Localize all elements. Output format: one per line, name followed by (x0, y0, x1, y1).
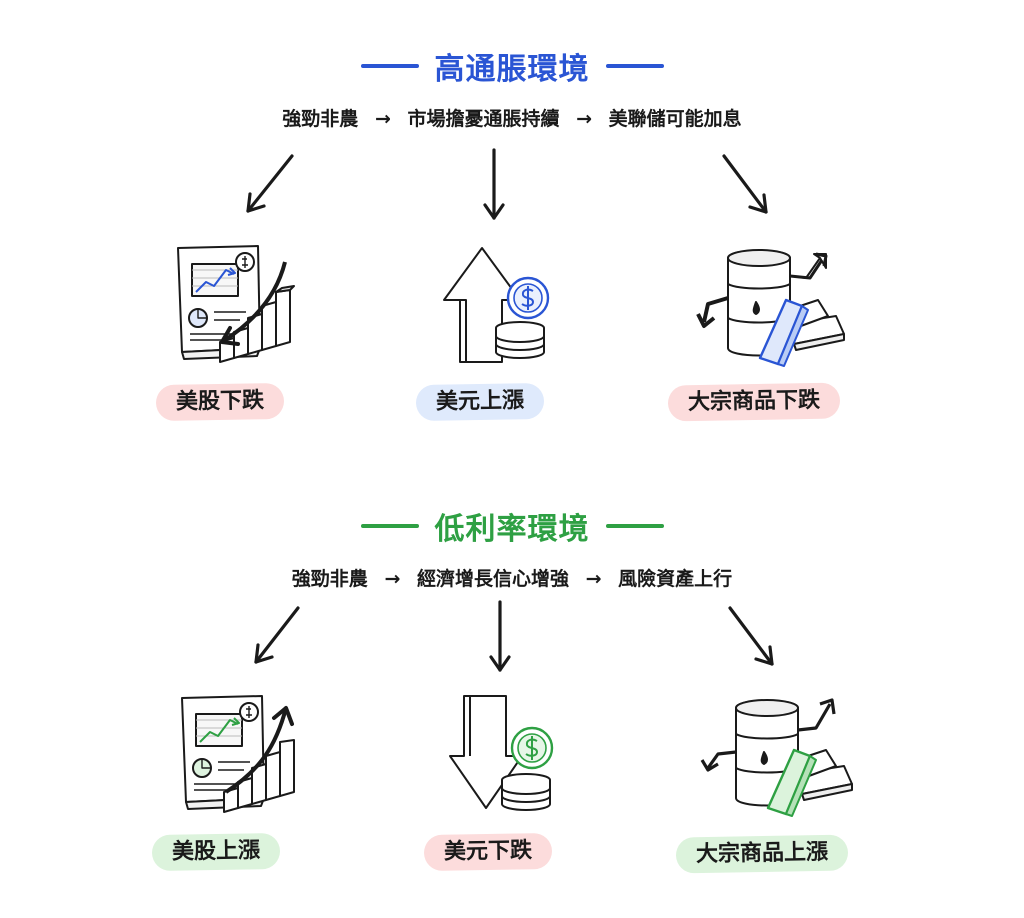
chain-step: 經濟增長信心增強 (416, 568, 569, 590)
chain-arrow: → (585, 568, 602, 590)
branch-arrow-center (483, 148, 505, 220)
outcome-pill-dollar: 美元上漲 (415, 382, 545, 422)
section-high-inflation: 高通脹環境 強勁非農 → 市場擔憂通脹持續 → 美聯儲可能加息 (0, 44, 1024, 422)
outcome-pill-commodities: 大宗商品上漲 (675, 834, 849, 874)
branch-arrow-center (489, 600, 511, 672)
outcome-pill-stocks: 美股下跌 (155, 382, 285, 422)
branch-arrows (246, 148, 768, 220)
title-dash-left (360, 64, 419, 68)
causal-chain: 強勁非農 → 市場擔憂通脹持續 → 美聯儲可能加息 (0, 104, 1024, 131)
title-dash-right (605, 64, 664, 68)
branch-arrow-right (722, 154, 768, 214)
chain-step: 美聯儲可能加息 (608, 108, 742, 130)
dollar-down-icon (446, 690, 566, 815)
section-title: 高通脹環境 (434, 52, 590, 87)
stock-chart-down-icon (160, 240, 310, 365)
stock-chart-up-icon (164, 690, 314, 815)
causal-chain: 強勁非農 → 經濟增長信心增強 → 風險資產上行 (0, 564, 1024, 591)
branch-arrow-left (254, 606, 300, 664)
dollar-up-icon (438, 240, 558, 365)
chain-step: 強勁非農 (291, 568, 368, 590)
chain-arrow: → (374, 108, 391, 130)
branch-arrow-right (728, 606, 774, 666)
oil-barrel-gold-up-icon (698, 690, 858, 817)
section-low-interest: 低利率環境 強勁非農 → 經濟增長信心增強 → 風險資產上行 (0, 456, 1024, 915)
chain-arrow: → (384, 568, 401, 590)
title-dash-left (360, 524, 419, 528)
branch-arrow-left (246, 154, 294, 213)
chain-step: 市場擔憂通脹持續 (407, 108, 560, 130)
chain-step: 強勁非農 (282, 108, 359, 130)
section-title: 低利率環境 (434, 512, 590, 547)
branch-arrows (254, 600, 774, 672)
section-title-row: 高通脹環境 (0, 44, 1024, 88)
outcome-pill-commodities: 大宗商品下跌 (667, 382, 841, 422)
section-title-row: 低利率環境 (0, 504, 1024, 548)
chain-arrow: → (576, 108, 593, 130)
oil-barrel-gold-down-icon (690, 240, 850, 367)
outcome-pill-dollar: 美元下跌 (423, 832, 553, 872)
outcome-pill-stocks: 美股上漲 (151, 832, 281, 872)
chain-step: 風險資產上行 (618, 568, 733, 590)
title-dash-right (605, 524, 664, 528)
